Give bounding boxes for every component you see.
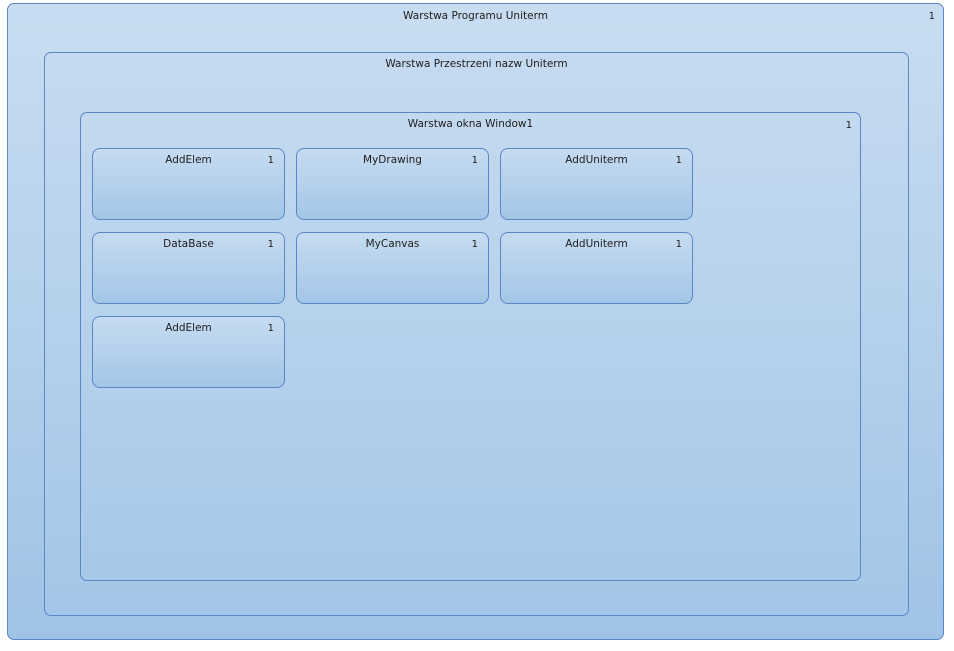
component-label: AddUniterm <box>565 154 628 166</box>
component-count: 1 <box>471 239 478 250</box>
component-count: 1 <box>267 323 274 334</box>
component-label: AddElem <box>165 322 212 334</box>
window-layer-count: 1 <box>845 120 852 131</box>
namespace-layer-title: Warstwa Przestrzeni nazw Uniterm <box>385 58 568 70</box>
component-mydrawing[interactable]: MyDrawing 1 <box>296 148 489 220</box>
component-label: MyDrawing <box>363 154 422 166</box>
window-layer[interactable]: Warstwa okna Window1 1 AddElem 1 MyDrawi… <box>80 112 861 581</box>
component-label: DataBase <box>163 238 214 250</box>
namespace-layer[interactable]: Warstwa Przestrzeni nazw Uniterm Warstwa… <box>44 52 909 616</box>
window-layer-title: Warstwa okna Window1 <box>407 118 534 130</box>
component-count: 1 <box>267 155 274 166</box>
component-database[interactable]: DataBase 1 <box>92 232 285 304</box>
component-addelem-2[interactable]: AddElem 1 <box>92 316 285 388</box>
component-label: AddUniterm <box>565 238 628 250</box>
component-count: 1 <box>675 239 682 250</box>
component-count: 1 <box>267 239 274 250</box>
component-count: 1 <box>675 155 682 166</box>
component-addelem[interactable]: AddElem 1 <box>92 148 285 220</box>
component-count: 1 <box>471 155 478 166</box>
program-layer[interactable]: Warstwa Programu Uniterm 1 Warstwa Przes… <box>7 3 944 640</box>
component-mycanvas[interactable]: MyCanvas 1 <box>296 232 489 304</box>
component-label: AddElem <box>165 154 212 166</box>
component-adduniterm-2[interactable]: AddUniterm 1 <box>500 232 693 304</box>
component-adduniterm[interactable]: AddUniterm 1 <box>500 148 693 220</box>
component-label: MyCanvas <box>365 238 420 250</box>
program-layer-count: 1 <box>928 11 935 22</box>
program-layer-title: Warstwa Programu Uniterm <box>403 10 548 22</box>
